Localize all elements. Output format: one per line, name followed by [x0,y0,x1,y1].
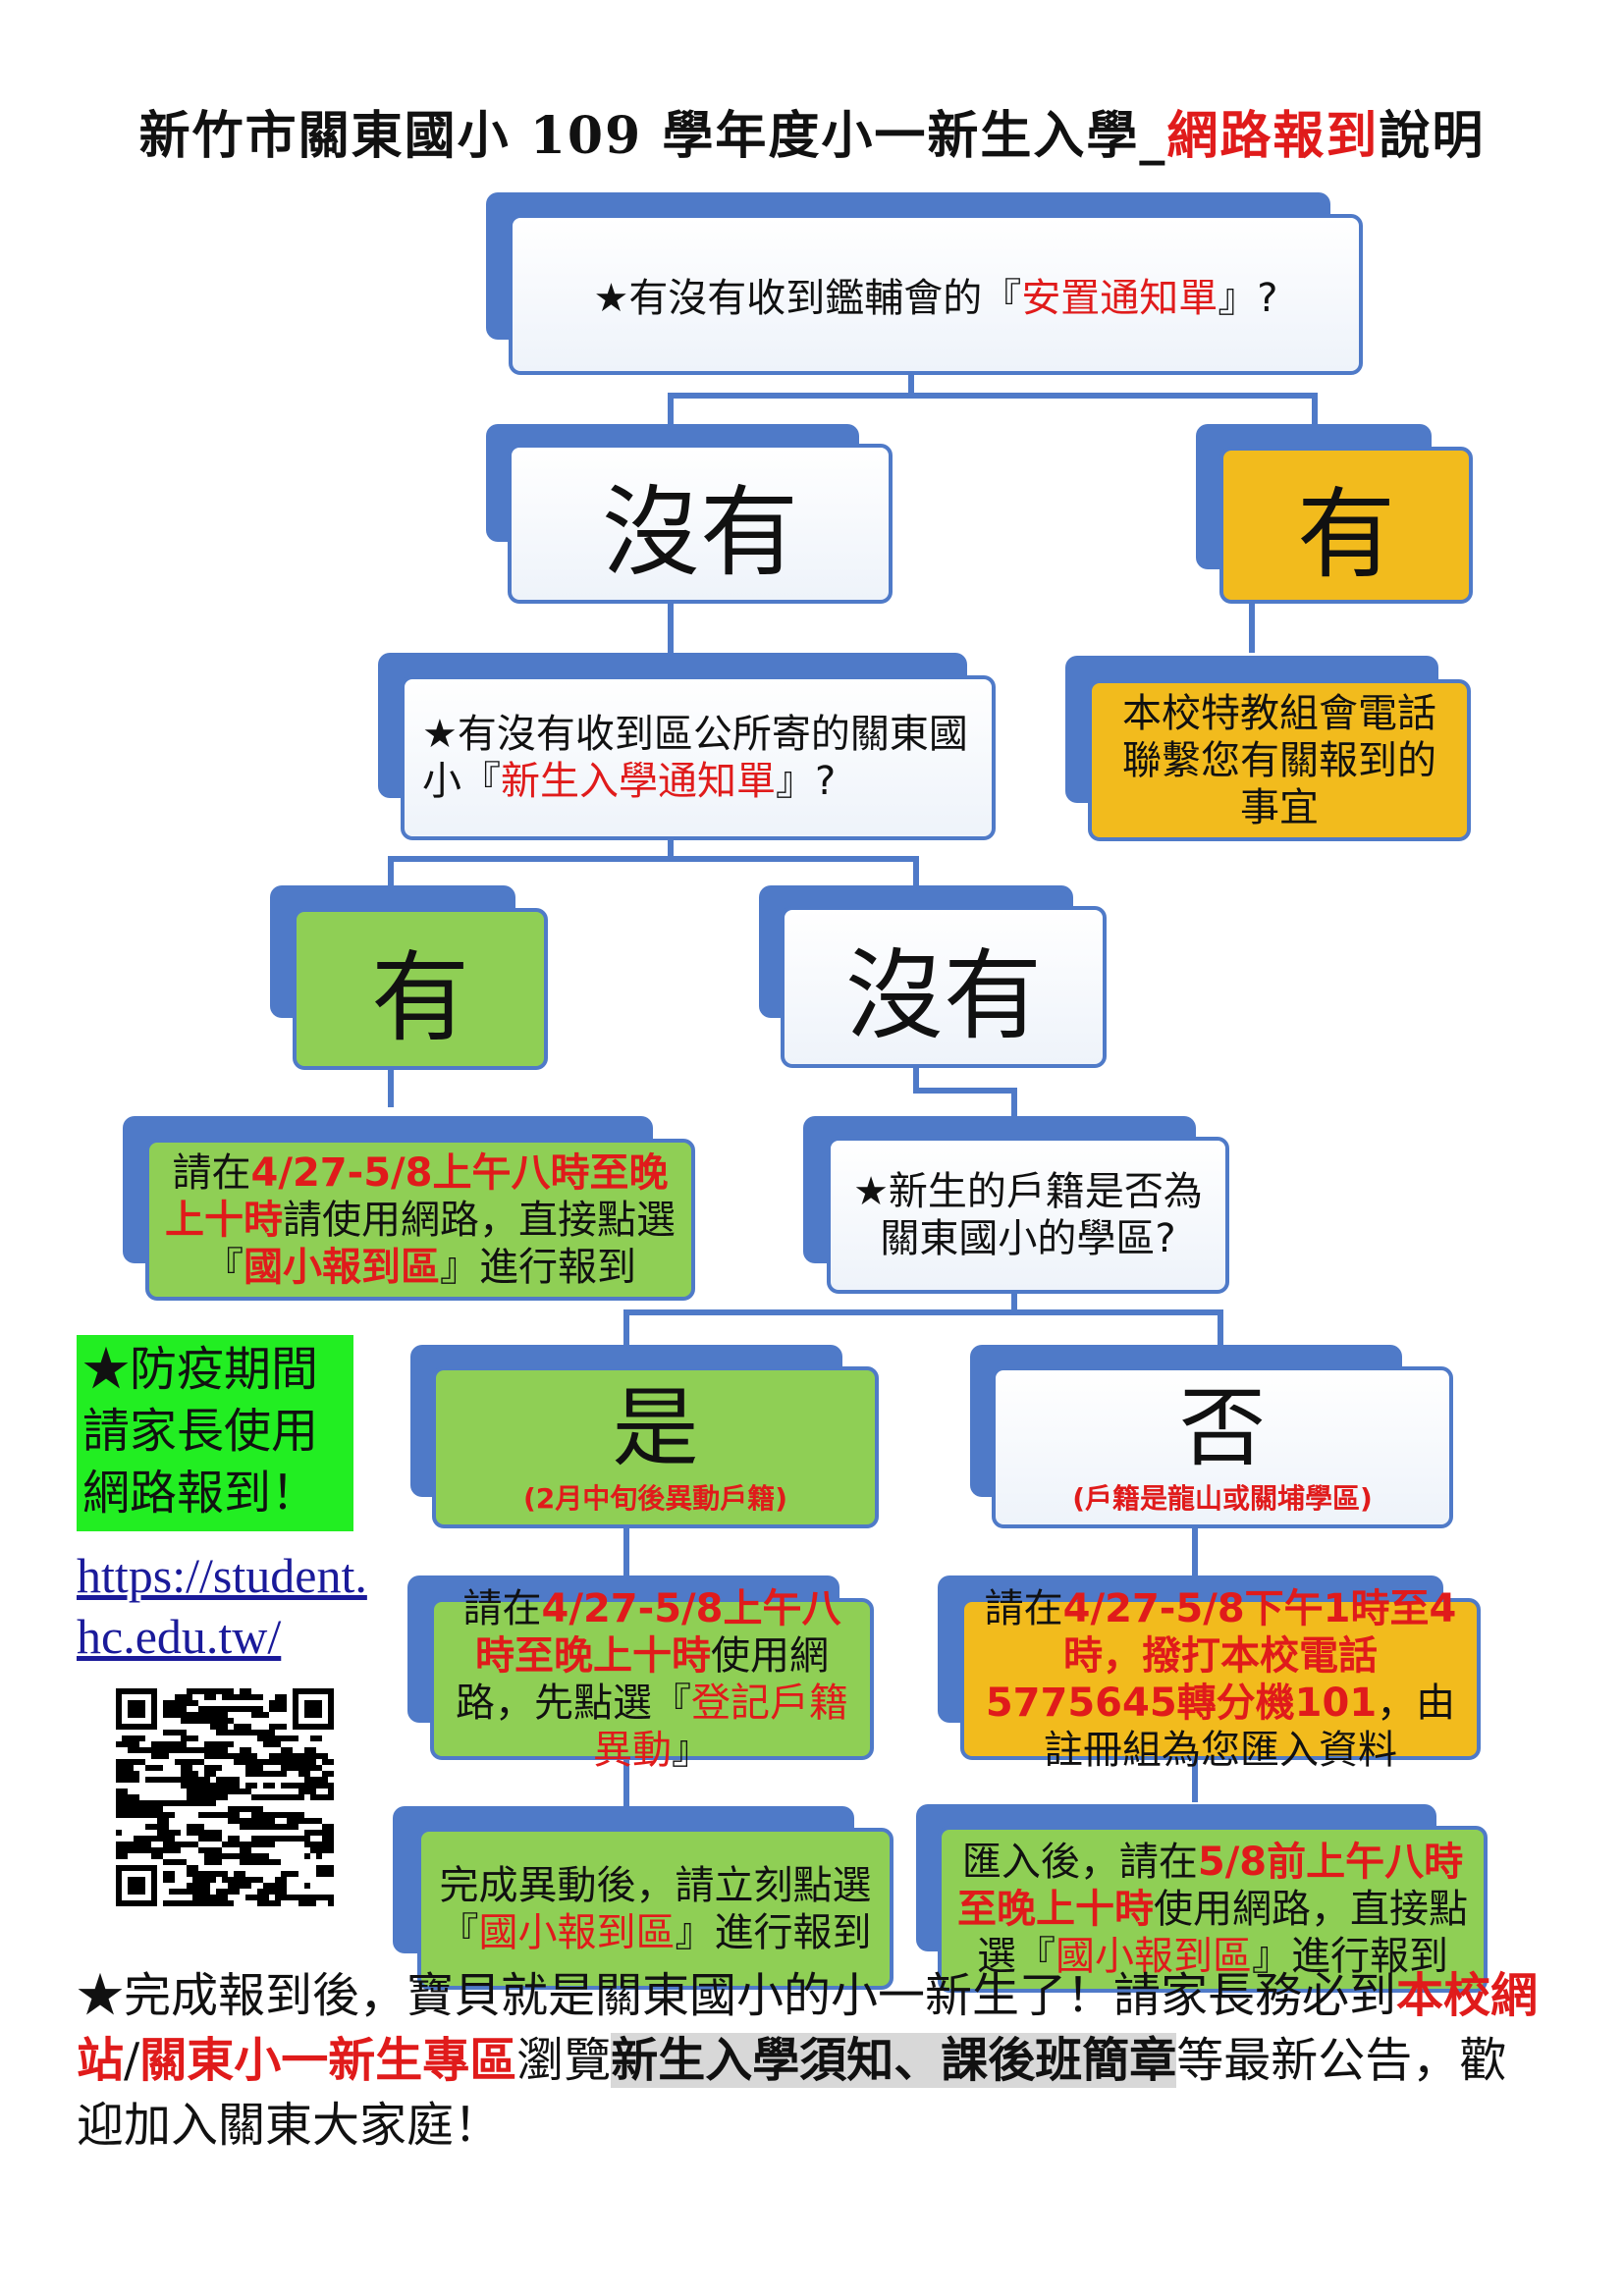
footer-text: 瀏覽 [516,2033,612,2088]
question-placement-notice: ★有沒有收到鑑輔會的『安置通知單』? [509,214,1363,375]
connector [1011,1292,1017,1313]
q2-text: ★有沒有收到區公所寄的關東國小『 [422,712,968,804]
connector [1192,1757,1198,1802]
footer-highlight: 新生入學須知、課後班簡章 [611,2033,1177,2088]
register-address-change-step: 請在4/27-5/8上午八時至晚上十時使用網路，先點選『登記戶籍異動』 [430,1586,874,1773]
special-education-note-text: 本校特教組會電話聯繫您有關報到的事宜 [1122,690,1436,830]
answer-no-3-label: 否 [1178,1376,1266,1478]
q1-suffix: 』? [1218,276,1278,321]
footer-school-site: 本校網站 [77,1968,1539,2088]
step-text: 』進行報到 [1252,1934,1448,1979]
step-text: 請在 [984,1585,1063,1631]
title-highlight: 網路報到 [1166,106,1380,166]
question-district: ★新生的戶籍是否為關東國小的學區? [827,1137,1229,1294]
connector [388,856,394,895]
answer-no-1: 沒有 [508,444,893,604]
connector [388,1068,394,1107]
note-time: 4/27-5/8上午八時至晚上十時 [165,1149,669,1243]
q1-text: ★有沒有收到鑑輔會的『 [593,276,1022,321]
answer-yes-2: 有 [293,908,548,1070]
phone-import-step: 請在4/27-5/8下午1時至4時，撥打本校電話5775645轉分機101，由註… [960,1586,1481,1773]
special-education-note: 本校特教組會電話聯繫您有關報到的事宜 [1088,679,1471,841]
connector [668,839,674,859]
step-text: ，由註冊組為您匯入資料 [1044,1680,1456,1773]
connector [668,393,1316,399]
connector [913,856,919,895]
q2-suffix: 』? [776,759,837,804]
report-after-import-step: 匯入後，請在5/8前上午八時至晚上十時使用網路，直接點選『國小報到區』進行報到 [938,1826,1488,1993]
connector [1312,393,1318,432]
step-time: 4/27-5/8上午八時至晚上十時 [475,1585,841,1679]
answer-yes-1-label: 有 [1297,476,1395,592]
connector [1218,1309,1223,1349]
connector [623,1309,1222,1315]
connector [668,393,674,432]
connector [913,1088,1011,1094]
epidemic-notice: ★防疫期間請家長使用網路報到！ [77,1335,353,1531]
answer-no-2: 沒有 [781,906,1107,1068]
connector [623,1526,629,1577]
connector [1192,1526,1198,1577]
q3-text: ★新生的戶籍是否為關東國小的學區? [853,1169,1203,1261]
connector [1011,1088,1017,1135]
footer-newstudent-zone: 關東小一新生專區 [139,2033,517,2088]
website-link-text[interactable]: https://student.hc.edu.tw/ [77,1548,367,1664]
website-link[interactable]: https://student.hc.edu.tw/ [77,1545,371,1667]
step-time: 5/8前上午八時至晚上十時 [957,1840,1464,1932]
step-text: 請在 [462,1585,542,1631]
note-text: 請使用網路，直接點選『 [204,1197,676,1290]
connector [913,1068,919,1094]
qr-code [116,1688,334,1906]
connector [908,371,914,397]
report-after-change-step: 完成異動後，請立刻點選『國小報到區』進行報到 [417,1828,893,1990]
step-item: 登記戶籍異動 [593,1680,848,1773]
step-text: 』 [672,1727,711,1773]
step-text: 使用網路，直接點選『 [977,1887,1468,1979]
step-text: 』進行報到 [675,1909,872,1955]
answer-no-2-label: 沒有 [845,938,1042,1053]
note-text: 』進行報到 [440,1244,636,1290]
footer-text: 等最新公告，歡迎加入關東大家庭！ [77,2033,1507,2153]
connector [1249,604,1255,653]
answer-no-1-label: 沒有 [602,475,798,590]
answer-yes-2-label: 有 [371,940,469,1055]
title-text: 新竹市關東國小 109 學年度小一新生入學_ [138,106,1167,166]
step-text: 完成異動後，請立刻點選『 [439,1862,872,1955]
connector [388,856,918,862]
connector [668,604,674,663]
answer-yes-3-label: 是 [612,1376,699,1478]
question-enrollment-notice: ★有沒有收到區公所寄的關東國小『新生入學通知單』? [401,675,996,840]
step-text: 使用網路，先點選『 [456,1632,829,1726]
connector [623,1309,629,1349]
online-report-note: 請在4/27-5/8上午八時至晚上十時請使用網路，直接點選『國小報到區』進行報到 [145,1139,695,1301]
epidemic-notice-text: ★防疫期間請家長使用網路報到！ [82,1342,319,1521]
footer-slash: / [124,2033,140,2088]
answer-yes-3-sub: (2月中旬後異動戶籍) [522,1481,788,1515]
step-time: 4/27-5/8下午1時至4時，撥打本校電話5775645轉分機101 [985,1585,1457,1726]
answer-no-3: 否 (戶籍是龍山或關埔學區) [992,1366,1453,1528]
answer-yes-3: 是 (2月中旬後異動戶籍) [432,1366,879,1528]
footer-message: ★完成報到後，寶貝就是關東國小的小一新生了！請家長務必到本校網站/關東小一新生專… [77,1963,1549,2158]
page-title: 新竹市關東國小 109 學年度小一新生入學_網路報到說明 [0,94,1624,168]
answer-yes-1: 有 [1219,447,1473,604]
footer-text: ★完成報到後，寶貝就是關東國小的小一新生了！請家長務必到 [77,1968,1397,2023]
step-area: 國小報到區 [478,1909,676,1955]
step-area: 國小報到區 [1056,1934,1252,1979]
step-text: 匯入後，請在 [961,1840,1198,1885]
title-suffix: 說明 [1379,106,1486,166]
connector [623,1757,629,1806]
note-area: 國小報到區 [244,1244,440,1290]
q1-highlight: 安置通知單 [1021,276,1218,321]
answer-no-3-sub: (戶籍是龍山或關埔學區) [1072,1481,1373,1515]
q2-highlight: 新生入學通知單 [501,759,776,804]
note-text: 請在 [172,1149,251,1196]
